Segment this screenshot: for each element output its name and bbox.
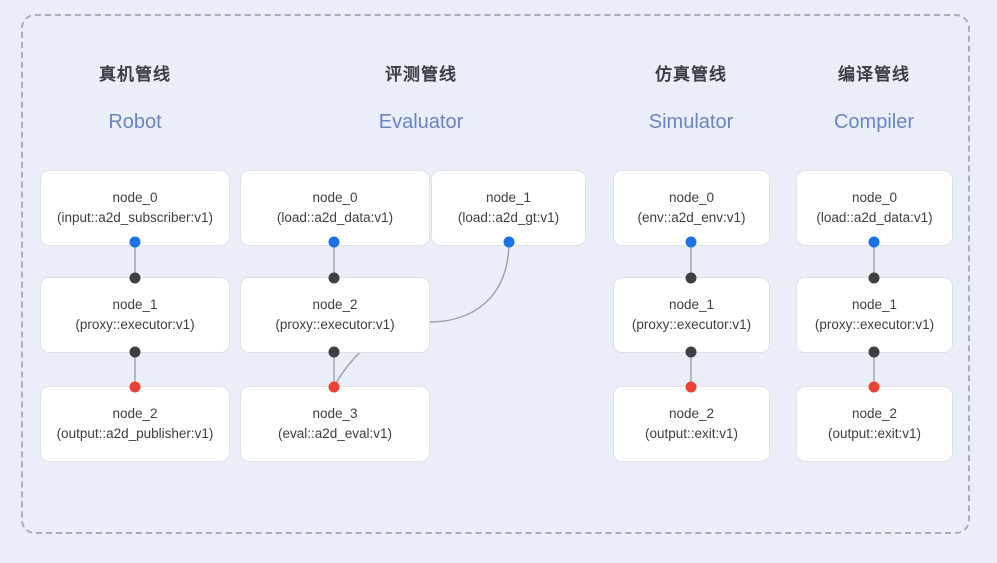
node-id: node_1 (668, 297, 715, 312)
column-header-compiler: 编译管线 Compiler (764, 60, 984, 134)
port-output-evaluator-1[interactable] (503, 236, 515, 248)
node-type: (eval::a2d_eval:v1) (277, 426, 393, 441)
node-type: (env::a2d_env:v1) (637, 210, 746, 225)
node-type: (proxy::executor:v1) (631, 317, 752, 332)
node-simulator-0[interactable]: node_0 (env::a2d_env:v1) (613, 170, 770, 246)
node-compiler-0[interactable]: node_0 (load::a2d_data:v1) (796, 170, 953, 246)
port-input-compiler-1[interactable] (868, 272, 880, 284)
node-id: node_0 (312, 190, 358, 205)
column-header-robot: 真机管线 Robot (25, 60, 245, 134)
node-type: (load::a2d_gt:v1) (457, 210, 560, 225)
node-type: (load::a2d_data:v1) (276, 210, 394, 225)
node-evaluator-0[interactable]: node_0 (load::a2d_data:v1) (240, 170, 430, 246)
node-compiler-1[interactable]: node_1 (proxy::executor:v1) (796, 277, 953, 353)
column-title-en: Robot (108, 111, 162, 133)
node-type: (output::exit:v1) (827, 426, 922, 441)
node-robot-0[interactable]: node_0 (input::a2d_subscriber:v1) (40, 170, 230, 246)
column-title-cn: 编译管线 (838, 65, 910, 84)
node-id: node_0 (112, 190, 158, 205)
port-input-robot-1[interactable] (129, 272, 141, 284)
node-id: node_0 (668, 190, 715, 205)
node-simulator-2[interactable]: node_2 (output::exit:v1) (613, 386, 770, 462)
node-type: (output::exit:v1) (644, 426, 739, 441)
node-type: (proxy::executor:v1) (275, 317, 395, 332)
column-title-cn: 评测管线 (385, 65, 457, 84)
node-id: node_2 (112, 406, 158, 421)
port-output-evaluator-0[interactable] (328, 236, 340, 248)
node-evaluator-2[interactable]: node_2 (proxy::executor:v1) (240, 277, 430, 353)
node-type: (input::a2d_subscriber:v1) (56, 210, 214, 225)
column-header-evaluator: 评测管线 Evaluator (311, 60, 531, 134)
port-output-robot-1[interactable] (129, 346, 141, 358)
node-type: (proxy::executor:v1) (814, 317, 935, 332)
port-output-simulator-1[interactable] (685, 346, 697, 358)
node-id: node_1 (851, 297, 898, 312)
node-id: node_3 (312, 406, 358, 421)
node-id: node_1 (485, 190, 532, 205)
port-input-simulator-2[interactable] (685, 381, 697, 393)
port-output-robot-0[interactable] (129, 236, 141, 248)
node-evaluator-1[interactable]: node_1 (load::a2d_gt:v1) (431, 170, 586, 246)
column-title-cn: 仿真管线 (655, 65, 727, 84)
port-input-simulator-1[interactable] (685, 272, 697, 284)
node-id: node_2 (668, 406, 715, 421)
node-compiler-2[interactable]: node_2 (output::exit:v1) (796, 386, 953, 462)
node-id: node_2 (312, 297, 358, 312)
node-type: (proxy::executor:v1) (75, 317, 195, 332)
node-type: (output::a2d_publisher:v1) (56, 426, 214, 441)
port-input-robot-2[interactable] (129, 381, 141, 393)
column-title-en: Compiler (833, 111, 915, 133)
node-evaluator-3[interactable]: node_3 (eval::a2d_eval:v1) (240, 386, 430, 462)
node-id: node_2 (851, 406, 898, 421)
node-simulator-1[interactable]: node_1 (proxy::executor:v1) (613, 277, 770, 353)
column-title-cn: 真机管线 (99, 65, 171, 84)
node-id: node_0 (851, 190, 898, 205)
node-robot-2[interactable]: node_2 (output::a2d_publisher:v1) (40, 386, 230, 462)
column-header-simulator: 仿真管线 Simulator (581, 60, 801, 134)
column-title-en: Simulator (648, 111, 734, 133)
column-title-en: Evaluator (378, 111, 464, 133)
port-output-simulator-0[interactable] (685, 236, 697, 248)
port-output-compiler-0[interactable] (868, 236, 880, 248)
port-input-evaluator-3[interactable] (328, 381, 340, 393)
port-input-evaluator-2[interactable] (328, 272, 340, 284)
port-output-compiler-1[interactable] (868, 346, 880, 358)
node-robot-1[interactable]: node_1 (proxy::executor:v1) (40, 277, 230, 353)
node-type: (load::a2d_data:v1) (816, 210, 933, 225)
port-output-evaluator-2[interactable] (328, 346, 340, 358)
node-id: node_1 (112, 297, 158, 312)
port-input-compiler-2[interactable] (868, 381, 880, 393)
